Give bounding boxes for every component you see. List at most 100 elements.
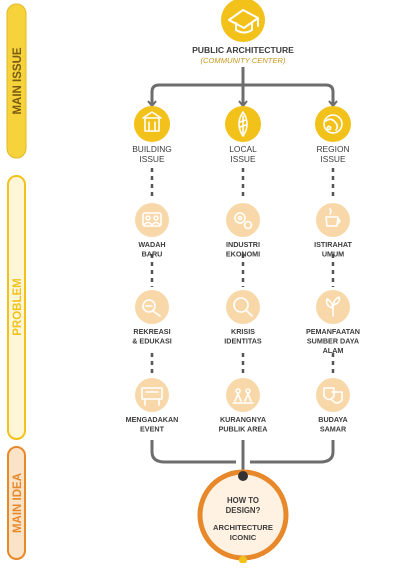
main-idea-line4: ICONIC [230, 533, 257, 542]
problem-label-line2: UMUM [322, 250, 344, 259]
problem-label-line1: PEMANFAATAN [306, 327, 360, 336]
problem-circle [226, 203, 260, 237]
frame-rect [142, 212, 162, 227]
lens [233, 297, 249, 313]
problem-label-line2: BARU [142, 250, 163, 259]
problem-label-line1: BUDAYA [318, 415, 347, 424]
header-circle [221, 0, 265, 42]
problem-label-line2: EVENT [140, 425, 165, 434]
converge-right-line [250, 440, 335, 464]
problem-label-line2: SAMAR [320, 425, 347, 434]
mask-2 [331, 391, 343, 404]
problem-circle [226, 290, 260, 324]
building-roof [142, 111, 162, 119]
converge-left-line [150, 440, 236, 464]
issue-label-line2: ISSUE [320, 154, 346, 164]
cup-body [325, 216, 339, 227]
person-b-body [244, 393, 252, 402]
event-stage-icon [141, 387, 163, 406]
sidebar-main-issue-pill [6, 3, 27, 159]
problem-label-line2: SUMBER DAYA [307, 337, 359, 346]
gear-1 [234, 212, 246, 224]
persons-body [143, 221, 161, 226]
problem-circle [135, 290, 169, 324]
region-dot [326, 125, 332, 131]
issue-circle [134, 106, 170, 142]
sidebar-main-idea-label: MAIN IDEA [12, 473, 24, 533]
issue-label-line2: ISSUE [139, 154, 165, 164]
handle [245, 309, 253, 317]
book-circle [142, 299, 156, 313]
person-a-head [235, 388, 241, 394]
leaf-shape [238, 111, 248, 137]
problem-circle [316, 203, 350, 237]
sidebar-problem-label: PROBLEM [12, 278, 24, 336]
problem-label-line1: MENGADAKAN [126, 415, 179, 424]
main-idea-line1: HOW TO [227, 496, 259, 505]
region-map-icon [323, 114, 343, 134]
sidebar: MAIN ISSUE PROBLEM MAIN IDEA [6, 3, 27, 560]
recreation-icon [142, 299, 161, 317]
problem-label-line1: INDUSTRI [226, 240, 260, 249]
gear-2 [243, 220, 253, 230]
main-idea-outer-ring [197, 469, 289, 561]
problem-circle [135, 378, 169, 412]
people-frame-icon [142, 212, 162, 227]
globe-outline [323, 114, 343, 134]
problem-label-line1: ISTIRAHAT [314, 240, 352, 249]
main-idea-line2: DESIGN? [226, 506, 261, 515]
batik-leaf-icon [238, 111, 248, 137]
plant-leaf-left [325, 298, 334, 309]
issue-label-line2: ISSUE [230, 154, 256, 164]
issue-label-line1: LOCAL [229, 144, 257, 154]
main-idea-top-dot [238, 471, 248, 481]
person-head-1 [145, 215, 151, 221]
problem-label-line2: IDENTITAS [224, 337, 262, 346]
building-body [144, 117, 160, 132]
problem-node-col0-row1: REKREASI& EDUKASI [132, 290, 172, 346]
person-b-head [245, 388, 251, 394]
problem-label-line1: REKREASI [133, 327, 170, 336]
main-idea-node: HOW TO DESIGN? ARCHITECTURE ICONIC [197, 469, 289, 564]
problem-circle [135, 203, 169, 237]
leaf-mark-2 [239, 124, 247, 128]
nodes: BUILDINGISSUELOCALISSUEREGIONISSUEWADAHB… [126, 106, 360, 434]
problem-label-line3: ALAM [323, 346, 344, 355]
issue-label-line1: BUILDING [132, 144, 172, 154]
problem-label-line1: KURANGNYA [220, 415, 266, 424]
main-idea-bottom-dot [239, 556, 247, 564]
sidebar-problem-pill [7, 175, 26, 440]
mask-1 [323, 387, 335, 401]
problem-label-line1: KRISIS [231, 327, 255, 336]
masks-icon [323, 387, 343, 404]
building-icon [142, 111, 162, 132]
problem-label-line2: EKONOMI [226, 250, 260, 259]
issue-label-line1: REGION [316, 144, 349, 154]
steam [329, 208, 332, 215]
problem-label-line2: & EDUKASI [132, 337, 172, 346]
public-area-icon [232, 388, 254, 404]
architecture-hat-icon [228, 9, 259, 34]
main-idea-line3: ARCHITECTURE [213, 523, 273, 532]
person-head-2 [153, 215, 159, 221]
header-subtitle: (COMMUNITY CENTER) [200, 56, 286, 65]
magnifier-icon [233, 297, 253, 317]
pen-stroke [152, 310, 161, 317]
problem-circle [316, 378, 350, 412]
nature-resource-icon [325, 296, 341, 317]
cup-handle [336, 218, 341, 225]
leaf-mark-1 [239, 119, 247, 123]
header-node: PUBLIC ARCHITECTURE (COMMUNITY CENTER) [192, 0, 294, 65]
person-a-body [234, 393, 242, 402]
